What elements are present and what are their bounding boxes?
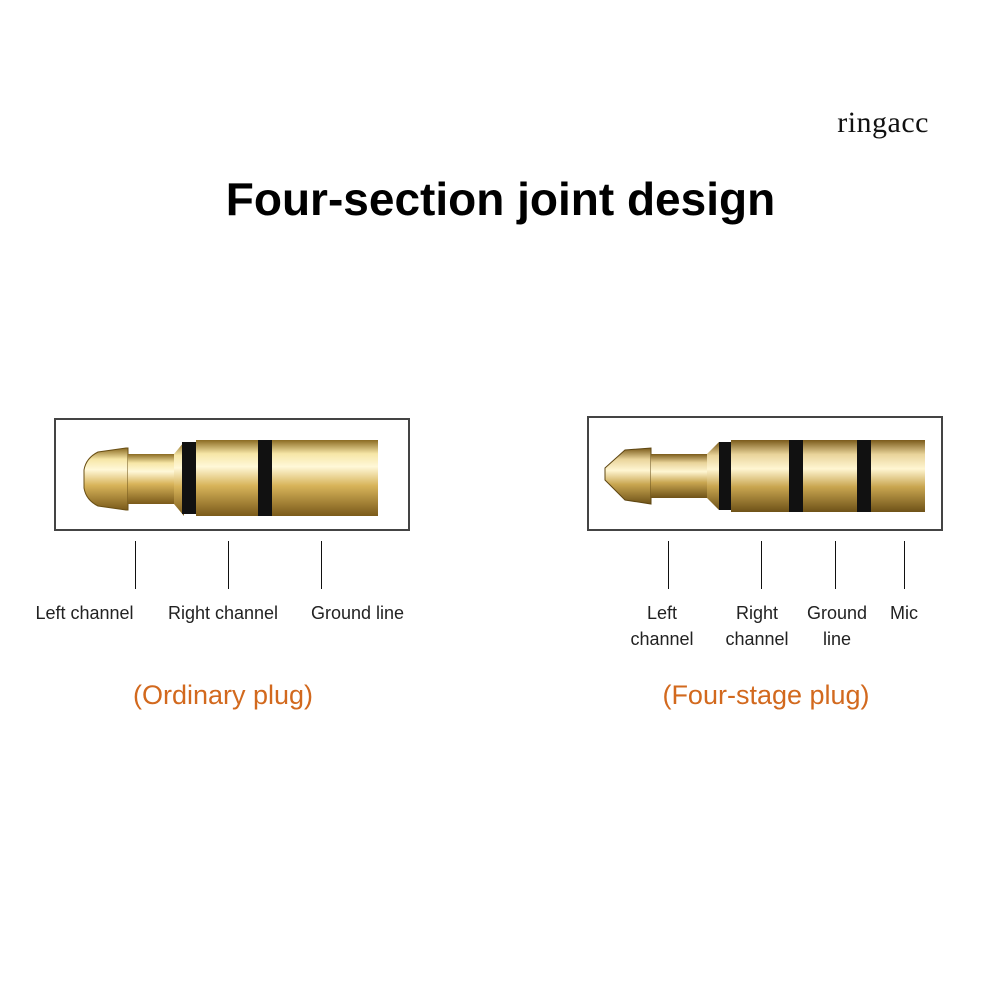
- four-stage-band-2: [789, 440, 803, 512]
- watermark: ringacc: [837, 106, 929, 139]
- four-stage-tip-neck: [651, 454, 707, 498]
- ordinary-leader-ground: [321, 541, 322, 589]
- four-stage-label-left-channel: Left channel: [630, 603, 694, 649]
- four-stage-tip: [604, 447, 652, 505]
- ordinary-label-left-channel: Left channel: [35, 603, 134, 623]
- four-stage-plug-image: [604, 440, 925, 512]
- four-stage-ring-1: [731, 440, 789, 512]
- ordinary-ring: [196, 440, 258, 516]
- four-stage-label-ground-line: Ground line: [806, 603, 868, 649]
- four-stage-leader-right: [761, 541, 762, 589]
- ordinary-tip: [83, 447, 129, 511]
- ordinary-band-1: [182, 442, 196, 514]
- ordinary-tip-neck: [128, 454, 174, 504]
- four-stage-taper: [707, 442, 719, 510]
- ordinary-sleeve: [272, 440, 378, 516]
- four-stage-sleeve: [871, 440, 925, 512]
- ordinary-label-ground-line: Ground line: [310, 603, 405, 623]
- ordinary-taper: [174, 442, 184, 516]
- ordinary-plug-frame: [54, 418, 410, 531]
- four-stage-label-mic: Mic: [890, 603, 918, 623]
- four-stage-leader-mic: [904, 541, 905, 589]
- ordinary-band-2: [258, 440, 272, 516]
- ordinary-leader-left: [135, 541, 136, 589]
- ordinary-leader-right: [228, 541, 229, 589]
- four-stage-ring-2: [803, 440, 857, 512]
- four-stage-leader-ground: [835, 541, 836, 589]
- four-stage-plug-frame: [587, 416, 943, 531]
- four-stage-leader-left: [668, 541, 669, 589]
- four-stage-label-right-channel: Right channel: [725, 603, 789, 649]
- four-stage-band-1: [719, 442, 731, 510]
- four-stage-band-3: [857, 440, 871, 512]
- page-title: Four-section joint design: [225, 173, 776, 225]
- four-stage-plug-caption: (Four-stage plug): [662, 680, 870, 710]
- ordinary-label-right-channel: Right channel: [167, 603, 279, 623]
- ordinary-plug-image: [83, 440, 378, 516]
- ordinary-plug-caption: (Ordinary plug): [132, 680, 314, 710]
